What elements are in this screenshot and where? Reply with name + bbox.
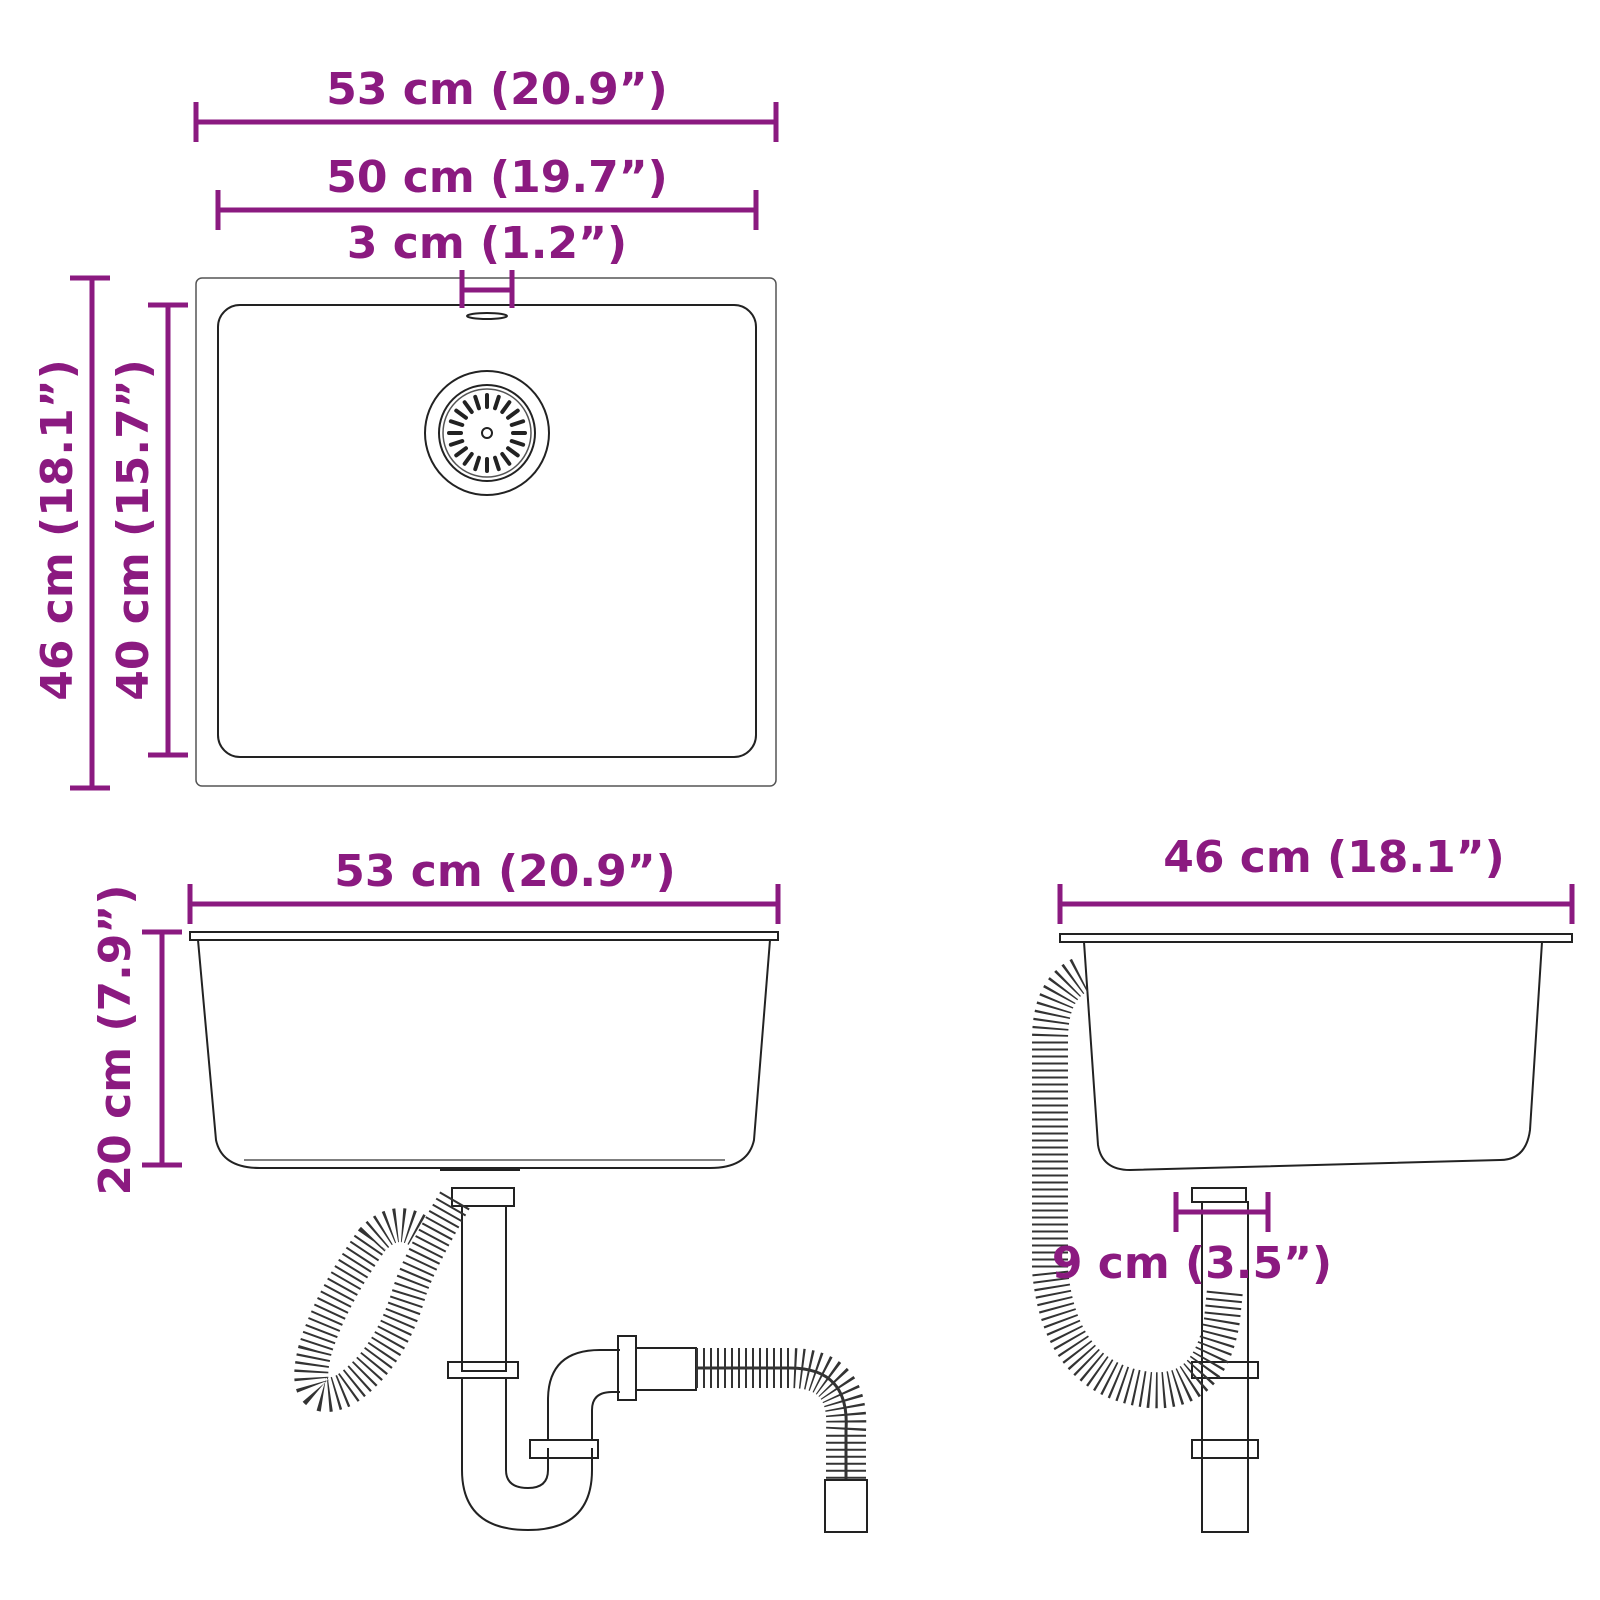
strainer-slot	[493, 455, 501, 472]
side-corrugated-hose	[1032, 958, 1243, 1409]
label-bowl-depth: 40 cm (15.7”)	[108, 359, 159, 701]
drain-strainer-icon	[424, 370, 550, 496]
side-drain-pipe	[1201, 1201, 1249, 1533]
label-overflow-width: 3 cm (1.2”)	[347, 218, 627, 269]
side-bowl	[1083, 941, 1543, 1172]
front-bowl	[197, 939, 771, 1169]
strainer-slot	[506, 408, 520, 420]
label-height: 20 cm (7.9”)	[90, 885, 141, 1196]
front-view: 53 cm (20.9”) 20 cm (7.9”)	[90, 846, 868, 1533]
top-view: 53 cm (20.9”) 50 cm (19.7”) 3 cm (1.2”) …	[32, 64, 779, 791]
label-bowl-width: 50 cm (19.7”)	[326, 152, 668, 203]
side-rim	[1059, 933, 1573, 943]
corrugated-overflow-hose	[294, 1191, 470, 1412]
strainer-slot	[500, 400, 512, 414]
trap-nut	[447, 1361, 519, 1379]
strainer-slot	[500, 452, 512, 466]
label-side-depth: 46 cm (18.1”)	[1163, 832, 1505, 883]
strainer-slot	[473, 455, 481, 472]
strainer-slot	[473, 394, 481, 411]
corrugated-outlet-hose	[696, 1348, 867, 1480]
label-front-width: 53 cm (20.9”)	[334, 846, 676, 897]
strainer-slot	[493, 394, 501, 411]
label-overall-depth: 46 cm (18.1”)	[32, 359, 83, 701]
drain-nut	[451, 1187, 515, 1207]
strainer-slot	[448, 439, 465, 447]
tailpiece-pipe	[461, 1205, 507, 1372]
strainer-slot	[462, 452, 474, 466]
overflow-slot	[466, 312, 508, 320]
front-rim	[189, 931, 779, 941]
label-drain-diameter: 9 cm (3.5”)	[1052, 1238, 1332, 1289]
label-overall-width: 53 cm (20.9”)	[326, 64, 668, 115]
strainer-slot	[506, 446, 520, 458]
sink-rim-outline	[195, 277, 777, 787]
sink-bowl-outline	[217, 304, 757, 758]
strainer-slot	[462, 400, 474, 414]
side-view: 46 cm (18.1”) 9 cm (3.5”)	[1032, 832, 1575, 1533]
strainer-slot	[448, 419, 465, 427]
strainer-slot	[454, 446, 468, 458]
p-trap	[461, 1378, 593, 1532]
strainer-slot	[454, 408, 468, 420]
strainer-slot	[509, 419, 526, 427]
strainer-slot	[509, 439, 526, 447]
